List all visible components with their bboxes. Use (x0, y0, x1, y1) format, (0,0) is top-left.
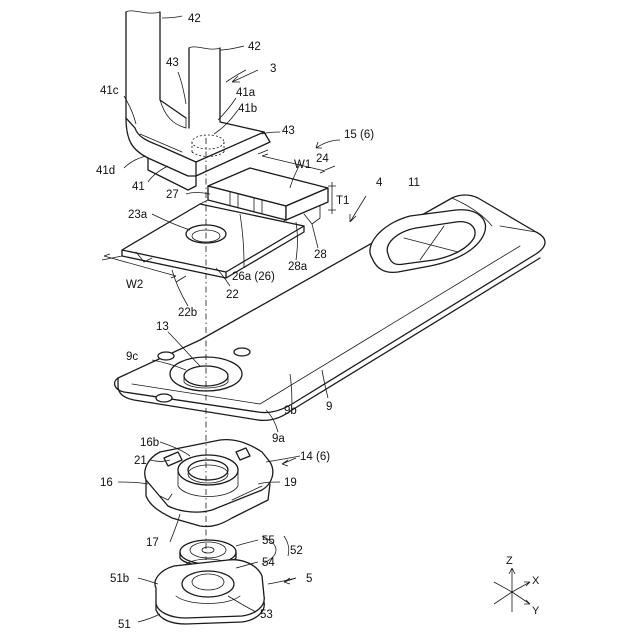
label-27: 27 (166, 189, 179, 201)
label-9: 9 (326, 401, 332, 413)
label-28: 28 (314, 249, 327, 261)
label-52: 52 (290, 545, 303, 557)
label-41a: 41a (236, 87, 256, 99)
label-26a-26: 26a (26) (232, 271, 275, 283)
label-41c: 41c (100, 85, 119, 97)
label-3: 3 (270, 63, 276, 75)
label-41d: 41d (96, 165, 115, 177)
label-4: 4 (376, 177, 383, 189)
label-23a: 23a (128, 209, 148, 221)
label-42-left: 42 (188, 13, 201, 25)
label-13: 13 (156, 321, 169, 333)
label-9b: 9b (284, 405, 297, 417)
label-22: 22 (226, 289, 239, 301)
t1-dimension (328, 182, 336, 214)
label-9c: 9c (126, 351, 138, 363)
label-5: 5 (306, 573, 312, 585)
label-19: 19 (284, 477, 297, 489)
label-16: 16 (100, 477, 113, 489)
label-43-top: 43 (166, 57, 179, 69)
axis-label-z: Z (506, 555, 513, 567)
label-42-right: 42 (248, 41, 261, 53)
label-17: 17 (146, 537, 159, 549)
label-21: 21 (134, 455, 147, 467)
label-16b: 16b (140, 437, 159, 449)
terminal-bracket-3 (126, 11, 270, 190)
label-54: 54 (262, 557, 275, 569)
label-t1: T1 (336, 195, 349, 207)
label-24: 24 (316, 153, 329, 165)
label-w1: W1 (294, 159, 311, 171)
label-14-6: 14 (6) (300, 451, 330, 463)
coordinate-axes: Z X Y (494, 555, 540, 617)
label-41: 41 (132, 181, 145, 193)
label-51b: 51b (110, 573, 129, 585)
label-22b: 22b (178, 307, 197, 319)
label-28a: 28a (288, 261, 308, 273)
housing-16 (145, 440, 273, 527)
contact-assembly-5 (155, 540, 264, 624)
label-51: 51 (118, 619, 131, 631)
label-15-6: 15 (6) (344, 129, 374, 141)
label-w2: W2 (126, 279, 143, 291)
label-55: 55 (262, 535, 275, 547)
axis-label-y: Y (532, 605, 540, 617)
axis-label-x: X (532, 575, 540, 587)
label-43-right: 43 (282, 125, 295, 137)
label-41b: 41b (238, 103, 257, 115)
label-9a: 9a (272, 433, 285, 445)
label-11: 11 (408, 177, 420, 189)
label-53: 53 (260, 609, 273, 621)
